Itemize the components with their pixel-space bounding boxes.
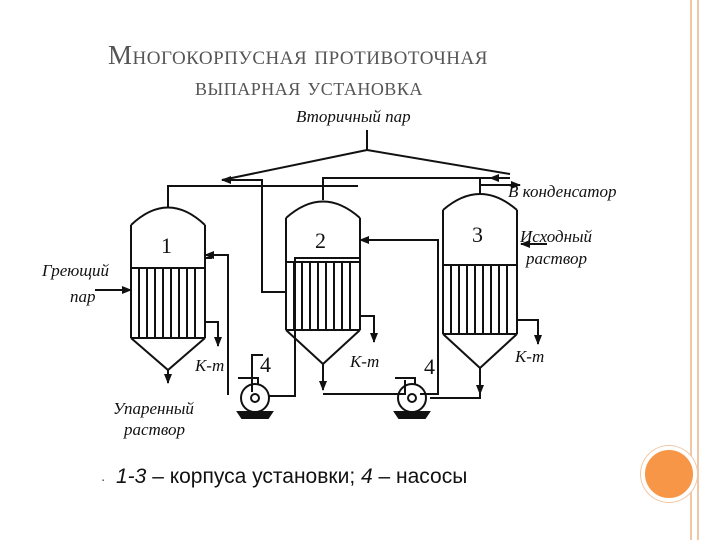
label-evaporated-solution-1: Упаренный [113,399,194,418]
vessel-number-2: 2 [315,228,326,253]
label-heating-steam-1: Греющий [41,261,110,280]
label-condensate-3: К-т [514,347,544,366]
pump-1 [236,377,274,419]
pump-1-outlet-line [268,257,360,397]
pump-number-2: 4 [424,354,435,379]
caption-bullet: ▪ [102,478,105,484]
vessel-number-3: 3 [472,222,483,247]
pump-number-1: 4 [260,352,271,377]
condensate-outlet-3 [517,319,542,345]
vessel-3 [442,193,518,370]
frame-line-right [697,0,699,540]
label-condensate-2: К-т [349,352,379,371]
condensate-outlet-1 [205,321,222,347]
label-heating-steam-2: пар [70,287,96,306]
pump-2-outlet-line [359,236,439,395]
vessel-1 [130,206,206,372]
title-line-2: выпарная установка [195,74,423,101]
label-initial-solution-2: раствор [525,249,587,268]
label-evaporated-solution-2: раствор [123,420,185,439]
label-condensate-1: К-т [194,356,224,375]
decorative-orange-circle [641,446,697,502]
vessel-2 [285,200,361,366]
caption-pump-number: 4 [360,465,373,488]
caption-pumps-text: – насосы [372,465,468,488]
caption: 1-3 – корпуса установки; 4 – насосы [116,465,467,489]
condensate-outlet-2 [360,315,378,343]
title-line-1: Многокорпусная противоточная [108,40,488,70]
caption-vessels-text: – корпуса установки; [146,465,361,488]
caption-vessels-range: 1-3 [116,465,147,488]
pump-2 [393,377,431,419]
label-secondary-steam: Вторичный пар [296,107,411,126]
vessel-number-1: 1 [161,233,172,258]
secondary-steam-lines [167,130,511,293]
label-initial-solution-1: Исходный [519,227,593,246]
frame-line-left [690,0,692,540]
label-to-condenser: В конденсатор [508,182,617,201]
